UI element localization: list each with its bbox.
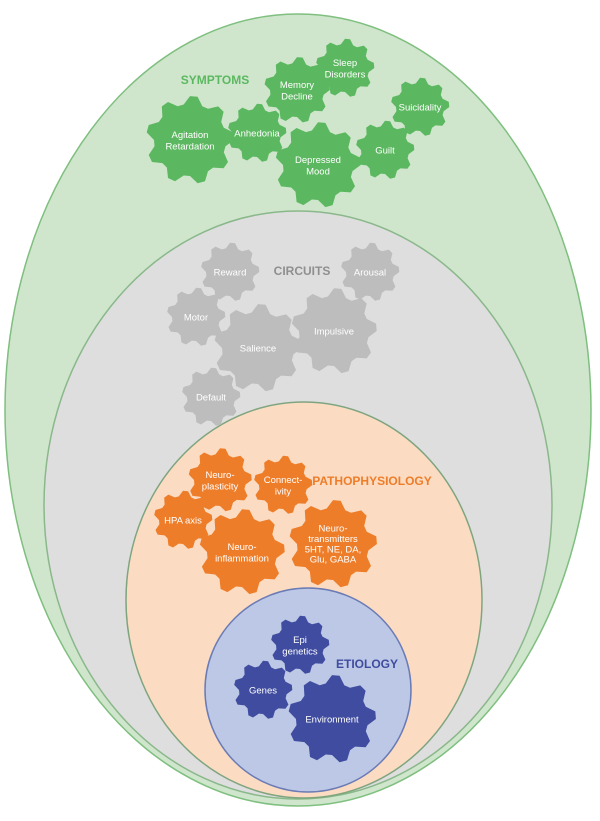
gear-suicidality: Suicidality xyxy=(391,77,450,136)
gear-default: Default xyxy=(182,367,241,426)
gear-shape xyxy=(228,103,287,162)
gear-shape xyxy=(254,455,313,514)
gear-label: Guilt xyxy=(375,146,395,157)
gear-label: Reward xyxy=(214,268,247,279)
gear-shape xyxy=(341,242,400,301)
gear-shape xyxy=(201,242,260,301)
gear-label: Motor xyxy=(184,313,208,324)
etiology-title: ETIOLOGY xyxy=(336,657,398,671)
gear-label: Connect- xyxy=(264,475,303,486)
gear-label: Decline xyxy=(281,91,313,102)
gear-shape xyxy=(288,675,376,763)
gear-label: genetics xyxy=(282,646,318,657)
gear-label: Arousal xyxy=(354,268,386,279)
gear-reward: Reward xyxy=(201,242,260,301)
gear-hpa-axis: HPA axis xyxy=(154,490,213,549)
circuits-title: CIRCUITS xyxy=(274,264,331,278)
gear-arousal: Arousal xyxy=(341,242,400,301)
gear-label: ivity xyxy=(275,486,292,497)
gear-label: Mood xyxy=(306,166,330,177)
gear-label: Retardation xyxy=(165,141,214,152)
gear-anhedonia: Anhedonia xyxy=(228,103,287,162)
gear-label: Suicidality xyxy=(399,103,442,114)
gear-label: Neuro- xyxy=(318,524,347,535)
gear-guilt: Guilt xyxy=(356,120,415,179)
gear-shape xyxy=(271,615,330,674)
gear-label: Disorders xyxy=(325,69,366,80)
gear-label: Impulsive xyxy=(314,327,354,338)
gear-label: Agitation xyxy=(172,130,209,141)
gear-shape xyxy=(146,96,234,184)
gear-label: Genes xyxy=(249,686,277,697)
gear-label: Depressed xyxy=(295,155,341,166)
gear-label: Glu, GABA xyxy=(310,555,357,566)
gear-label: Anhedonia xyxy=(234,129,280,140)
gear-neuroplasticity: Neuro-plasticity xyxy=(188,448,252,512)
gear-label: Sleep xyxy=(333,58,357,69)
gear-shape xyxy=(188,448,252,512)
gear-shape xyxy=(167,287,226,346)
gear-environment: Environment xyxy=(288,675,376,763)
gear-label: transmitters xyxy=(308,534,358,545)
gear-impulsive: Impulsive xyxy=(291,288,377,374)
gear-label: inflammation xyxy=(215,553,269,564)
gear-label: Memory xyxy=(280,80,315,91)
gear-label: Neuro- xyxy=(205,470,234,481)
gear-label: Epi xyxy=(293,635,307,646)
symptoms-title: SYMPTOMS xyxy=(181,73,249,87)
gear-label: HPA axis xyxy=(164,516,202,527)
gear-shape xyxy=(391,77,450,136)
gear-label: Salience xyxy=(240,344,276,355)
gear-motor: Motor xyxy=(167,287,226,346)
gear-shape xyxy=(275,122,361,208)
gear-shape xyxy=(291,288,377,374)
gear-connectivity: Connect-ivity xyxy=(254,455,313,514)
gear-shape xyxy=(214,304,302,392)
gear-salience: Salience xyxy=(214,304,302,392)
gear-label: Default xyxy=(196,393,226,404)
gear-genes: Genes xyxy=(234,660,293,719)
gear-shape xyxy=(264,57,330,123)
gear-shape xyxy=(234,660,293,719)
gear-shape xyxy=(356,120,415,179)
gear-shape xyxy=(154,490,213,549)
gear-shape xyxy=(289,500,377,588)
gear-label: plasticity xyxy=(202,481,239,492)
gear-shape xyxy=(199,509,285,595)
gear-shape xyxy=(316,38,375,97)
pathophysiology-title: PATHOPHYSIOLOGY xyxy=(312,474,432,488)
gear-label: Neuro- xyxy=(227,542,256,553)
gear-shape xyxy=(182,367,241,426)
gear-neuroinflammation: Neuro-inflammation xyxy=(199,509,285,595)
gear-label: 5HT, NE, DA, xyxy=(305,544,362,555)
gear-label: Environment xyxy=(305,715,359,726)
